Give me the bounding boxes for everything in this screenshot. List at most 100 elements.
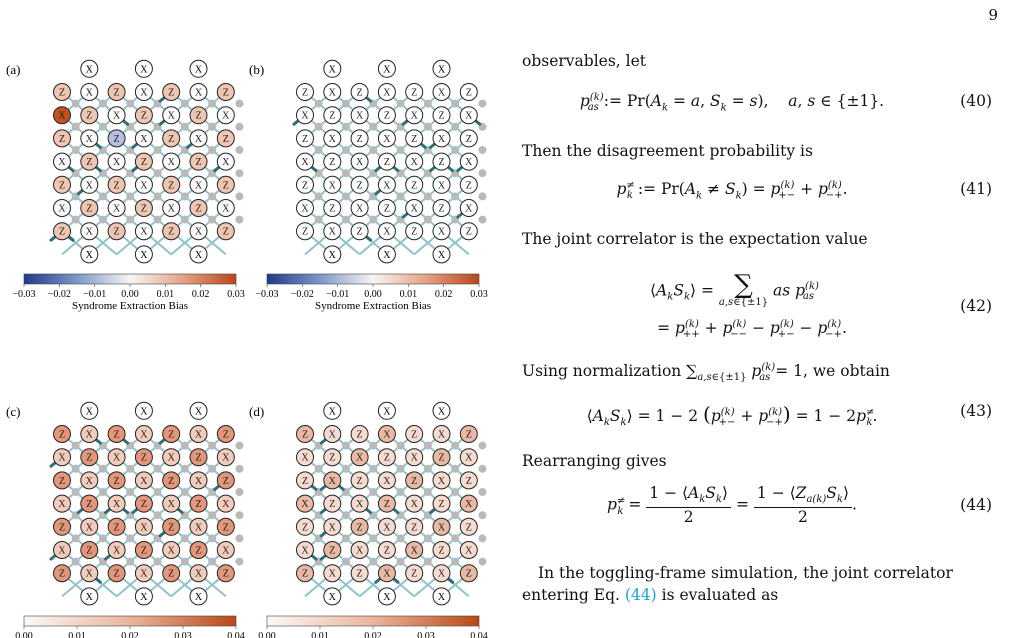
- stabilizer-x: [189, 129, 208, 148]
- panel-label: (c): [6, 404, 20, 419]
- stabilizer-letter: X: [58, 499, 66, 510]
- stabilizer-letter: X: [140, 430, 148, 441]
- stabilizer-x: [216, 541, 235, 559]
- stabilizer-letter: Z: [384, 204, 390, 215]
- stabilizer-letter: Z: [223, 476, 229, 487]
- stabilizer-x: [216, 448, 235, 467]
- stabilizer-x: [189, 471, 208, 490]
- stabilizer-z: [405, 425, 424, 443]
- stabilizer-x: [459, 152, 478, 171]
- stabilizer-letter: Z: [466, 180, 472, 191]
- stabilizer-letter: X: [140, 227, 148, 238]
- stabilizer-x: [80, 175, 99, 194]
- stabilizer-letter: Z: [141, 204, 147, 215]
- stabilizer-letter: Z: [195, 157, 201, 168]
- stabilizer-letter: X: [383, 522, 391, 533]
- stabilizer-letter: X: [356, 157, 364, 168]
- stabilizer-x: [459, 199, 478, 217]
- stabilizer-z: [459, 129, 478, 148]
- stabilizer-letter: Z: [329, 204, 335, 215]
- stabilizer-z: [134, 106, 153, 125]
- stabilizer-z: [350, 83, 369, 101]
- stabilizer-letter: Z: [466, 522, 472, 533]
- stabilizer-x: [377, 517, 396, 536]
- stabilizer-letter: Z: [411, 227, 417, 238]
- stabilizer-z: [377, 199, 396, 217]
- stabilizer-x: [107, 541, 126, 559]
- stabilizer-letter: X: [195, 227, 203, 238]
- equation-43: ⟨AkSk⟩ = 1 − 2 (p(k)+− + p(k)−+) = 1 − 2…: [586, 402, 992, 429]
- stabilizer-letter: Z: [357, 180, 363, 191]
- stabilizer-z: [350, 129, 369, 148]
- stabilizer-x: [377, 425, 396, 443]
- eq-number-43: (43): [960, 402, 992, 420]
- stabilizer-letter: Z: [114, 227, 120, 238]
- stabilizer-z: [107, 83, 126, 101]
- stabilizer-letter: X: [438, 180, 446, 191]
- colorbar-tick: 0.01: [68, 631, 86, 638]
- stabilizer-z: [216, 425, 235, 443]
- stabilizer-letter: Z: [114, 88, 120, 99]
- stabilizer-z: [296, 471, 314, 490]
- stabilizer-x: [162, 541, 181, 559]
- eq-44-link[interactable]: (44): [624, 586, 657, 604]
- stabilizer-letter: X: [168, 453, 176, 464]
- stabilizer-z: [162, 129, 181, 148]
- stabilizer-z: [134, 541, 153, 559]
- stabilizer-letter: X: [140, 406, 148, 417]
- stabilizer-letter: X: [140, 522, 148, 533]
- stabilizer-letter: X: [58, 453, 66, 464]
- stabilizer-x: [134, 83, 153, 101]
- stabilizer-x: [189, 425, 208, 443]
- stabilizer-x: [189, 83, 208, 101]
- eq-number-42: (42): [960, 297, 992, 315]
- stabilizer-letter: X: [168, 157, 176, 168]
- stabilizer-letter: X: [465, 453, 473, 464]
- stabilizer-z: [350, 471, 369, 490]
- stabilizer-letter: X: [86, 250, 94, 261]
- stabilizer-letter: Z: [223, 522, 229, 533]
- stabilizer-x: [107, 199, 126, 217]
- stabilizer-letter: Z: [329, 546, 335, 557]
- stabilizer-letter: X: [58, 111, 66, 122]
- stabilizer-letter: X: [438, 592, 446, 603]
- stabilizer-letter: Z: [302, 134, 308, 145]
- stabilizer-z: [216, 222, 235, 241]
- stabilizer-letter: X: [329, 430, 337, 441]
- stabilizer-letter: X: [113, 453, 121, 464]
- stabilizer-x: [80, 245, 99, 264]
- stabilizer-letter: X: [329, 592, 337, 603]
- colorbar-label: Syndrome Extraction Bias: [72, 300, 188, 312]
- colorbar: [23, 273, 237, 285]
- stabilizer-x: [296, 106, 314, 125]
- stabilizer-x: [134, 587, 153, 606]
- stabilizer-letter: X: [438, 522, 446, 533]
- stabilizer-z: [216, 83, 235, 101]
- equation-41: p≠k := Pr(Ak ≠ Sk) = p(k)+− + p(k)−+. (4…: [616, 180, 992, 202]
- stabilizer-letter: X: [329, 569, 337, 580]
- stabilizer-letter: X: [222, 204, 230, 215]
- stabilizer-letter: X: [140, 592, 148, 603]
- stabilizer-x: [134, 401, 153, 420]
- stabilizer-x: [350, 448, 369, 467]
- stabilizer-z: [162, 471, 181, 490]
- stabilizer-letter: Z: [411, 430, 417, 441]
- stabilizer-letter: X: [383, 430, 391, 441]
- stabilizer-letter: Z: [466, 476, 472, 487]
- colorbar-label: Syndrome Extraction Bias: [315, 300, 431, 312]
- stabilizer-z: [107, 175, 126, 194]
- stabilizer-letter: Z: [86, 111, 92, 122]
- stabilizer-letter: X: [411, 546, 419, 557]
- stabilizer-x: [107, 494, 126, 513]
- normalization-tail: we obtain: [812, 362, 890, 381]
- stabilizer-letter: Z: [302, 569, 308, 580]
- stabilizer-z: [432, 494, 451, 513]
- colorbar-tick: 0.03: [470, 289, 488, 300]
- stabilizer-letter: X: [222, 111, 230, 122]
- stabilizer-letter: X: [86, 64, 94, 75]
- stabilizer-x: [53, 448, 71, 467]
- stabilizer-letter: X: [329, 134, 337, 145]
- stabilizer-z: [377, 541, 396, 559]
- stabilizer-letter: X: [301, 204, 309, 215]
